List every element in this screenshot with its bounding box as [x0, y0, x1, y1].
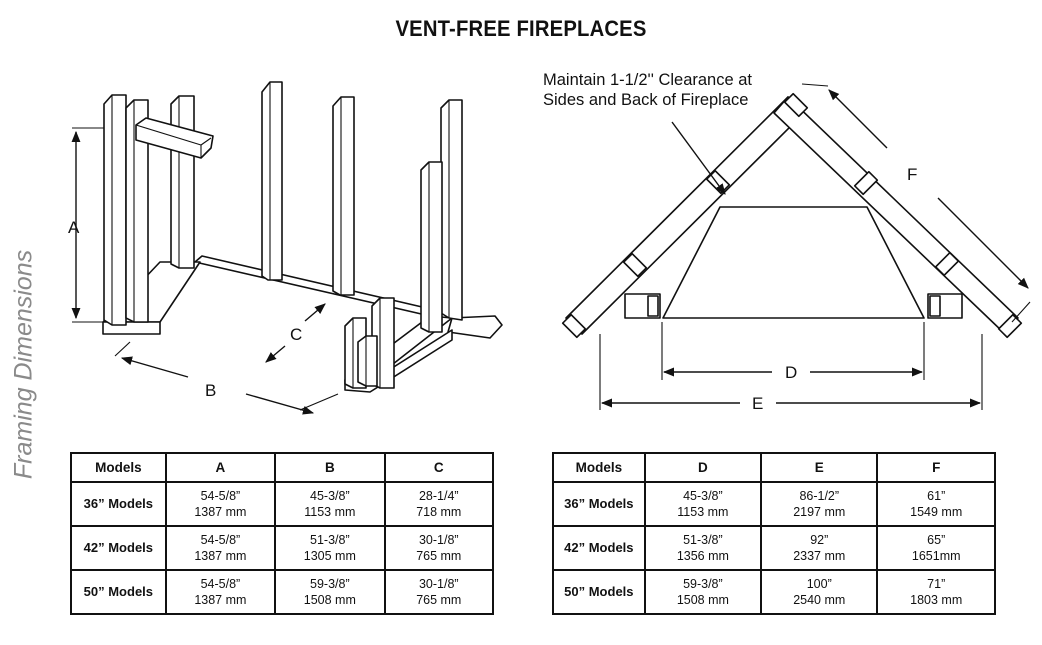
table-row: 36” Models 45-3/8”1153 mm 86-1/2”2197 mm…: [552, 481, 996, 527]
column-header: A: [164, 452, 277, 483]
table-cell: 59-3/8”1508 mm: [274, 569, 386, 615]
table-cell: 28-1/4”718 mm: [383, 481, 495, 527]
dimension-label-a: A: [68, 218, 80, 237]
corner-plan-drawing: F D E: [561, 83, 1031, 413]
table-row: 36” Models 54-5/8”1387 mm 45-3/8”1153 mm…: [70, 481, 495, 527]
dimension-label-d: D: [785, 363, 797, 382]
row-model: 50” Models: [70, 569, 167, 615]
table-cell: 54-5/8”1387 mm: [164, 525, 277, 571]
stud-back-3: [440, 99, 463, 321]
framing-3d-drawing: A B C: [68, 81, 503, 415]
table-cell: 45-3/8”1153 mm: [643, 481, 763, 527]
header-block: [135, 117, 214, 159]
table-header-row: Models A B C: [70, 452, 495, 483]
dimensions-table-abc: Models A B C 36” Models 54-5/8”1387 mm 4…: [70, 452, 495, 615]
dimensions-table-def: Models D E F 36” Models 45-3/8”1153 mm 8…: [552, 452, 996, 615]
table-cell: 71”1803 mm: [876, 569, 996, 615]
column-header: D: [643, 452, 763, 483]
row-model: 42” Models: [70, 525, 167, 571]
stud-back-1: [261, 81, 283, 281]
table-cell: 51-3/8”1305 mm: [274, 525, 386, 571]
row-model: 36” Models: [552, 481, 646, 527]
table-cell: 86-1/2”2197 mm: [760, 481, 879, 527]
table-row: 50” Models 54-5/8”1387 mm 59-3/8”1508 mm…: [70, 569, 495, 615]
column-header: F: [876, 452, 996, 483]
table-cell: 54-5/8”1387 mm: [164, 481, 277, 527]
column-header: E: [760, 452, 879, 483]
dimension-label-e: E: [752, 394, 763, 413]
table-cell: 61”1549 mm: [876, 481, 996, 527]
table-cell: 54-5/8”1387 mm: [164, 569, 277, 615]
table-cell: 45-3/8”1153 mm: [274, 481, 386, 527]
column-header: Models: [70, 452, 167, 483]
stud-markers-right: [853, 170, 1023, 339]
table-cell: 51-3/8”1356 mm: [643, 525, 763, 571]
fireplace-outline: [662, 206, 925, 319]
dimension-label-c: C: [290, 325, 302, 344]
column-header: C: [383, 452, 495, 483]
table-cell: 59-3/8”1508 mm: [643, 569, 763, 615]
column-header: B: [274, 452, 386, 483]
table-cell: 100”2540 mm: [760, 569, 879, 615]
hearth-board: [447, 315, 503, 339]
table-cell: 30-1/8”765 mm: [383, 525, 495, 571]
table-cell: 65”1651mm: [876, 525, 996, 571]
clearance-note-line1: Maintain 1-1/2'' Clearance at: [543, 71, 752, 89]
table-row: 50” Models 59-3/8”1508 mm 100”2540 mm 71…: [552, 569, 996, 615]
row-model: 50” Models: [552, 569, 646, 615]
stud-right-1: [420, 161, 443, 333]
dimension-label-b: B: [205, 381, 216, 400]
row-model: 36” Models: [70, 481, 167, 527]
stud-back-2: [332, 96, 355, 296]
clearance-note-line2: Sides and Back of Fireplace: [543, 91, 749, 109]
column-header: Models: [552, 452, 646, 483]
stud-left-3: [170, 95, 195, 269]
clearance-note: Maintain 1-1/2'' Clearance at Sides and …: [543, 70, 752, 110]
table-cell: 92”2337 mm: [760, 525, 879, 571]
stud-right-4: [357, 335, 378, 387]
page-title: VENT-FREE FIREPLACES: [395, 16, 647, 41]
floor-plate-back: [194, 255, 436, 317]
table-header-row: Models D E F: [552, 452, 996, 483]
stud-left-1: [103, 94, 127, 326]
row-model: 42” Models: [552, 525, 646, 571]
table-cell: 30-1/8”765 mm: [383, 569, 495, 615]
dimension-label-f: F: [907, 165, 917, 184]
table-row: 42” Models 54-5/8”1387 mm 51-3/8”1305 mm…: [70, 525, 495, 571]
table-row: 42” Models 51-3/8”1356 mm 92”2337 mm 65”…: [552, 525, 996, 571]
